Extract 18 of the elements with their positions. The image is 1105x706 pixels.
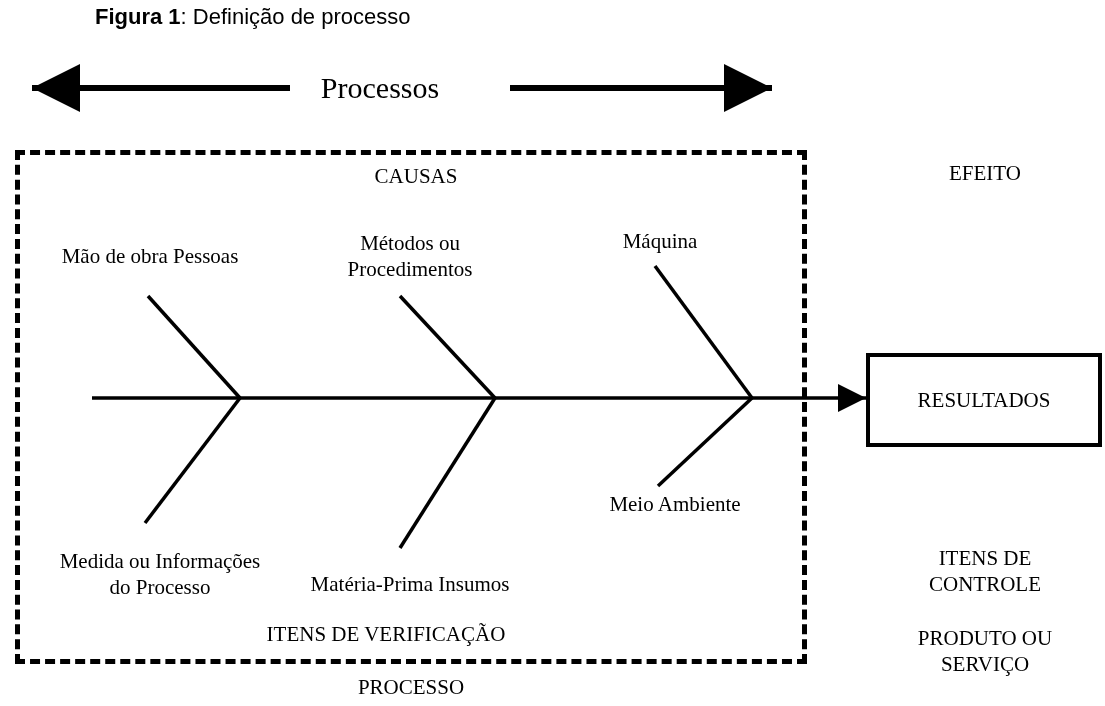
- group-label: PROCESSO: [356, 674, 466, 700]
- dashed-boundary: [15, 150, 807, 664]
- cause-text: Métodos ou Procedimentos: [300, 226, 520, 286]
- figure-title: Figura 1: Definição de processo: [95, 4, 411, 30]
- cause-text: Medida ou Informações do Processo: [55, 529, 265, 619]
- cause-text: Mão de obra Pessoas: [60, 226, 240, 286]
- product-label: PRODUTO OU SERVIÇO: [916, 625, 1054, 677]
- group-heading: CAUSAS: [373, 163, 459, 189]
- bone-line: [398, 397, 497, 549]
- control-items-label: ITENS DE CONTROLE: [928, 545, 1042, 597]
- group-caption: ITENS DE VERIFICAÇÃO: [265, 621, 507, 647]
- result-box: RESULTADOS: [866, 353, 1102, 447]
- spine-arrow: [92, 384, 866, 412]
- cause-text: Meio Ambiente: [560, 490, 790, 518]
- arrow-caption: Processos: [319, 70, 441, 106]
- cause-text: Matéria-Prima Insumos: [300, 554, 520, 614]
- effect-heading: EFEITO: [948, 160, 1022, 186]
- cause-text: Máquina: [590, 226, 730, 256]
